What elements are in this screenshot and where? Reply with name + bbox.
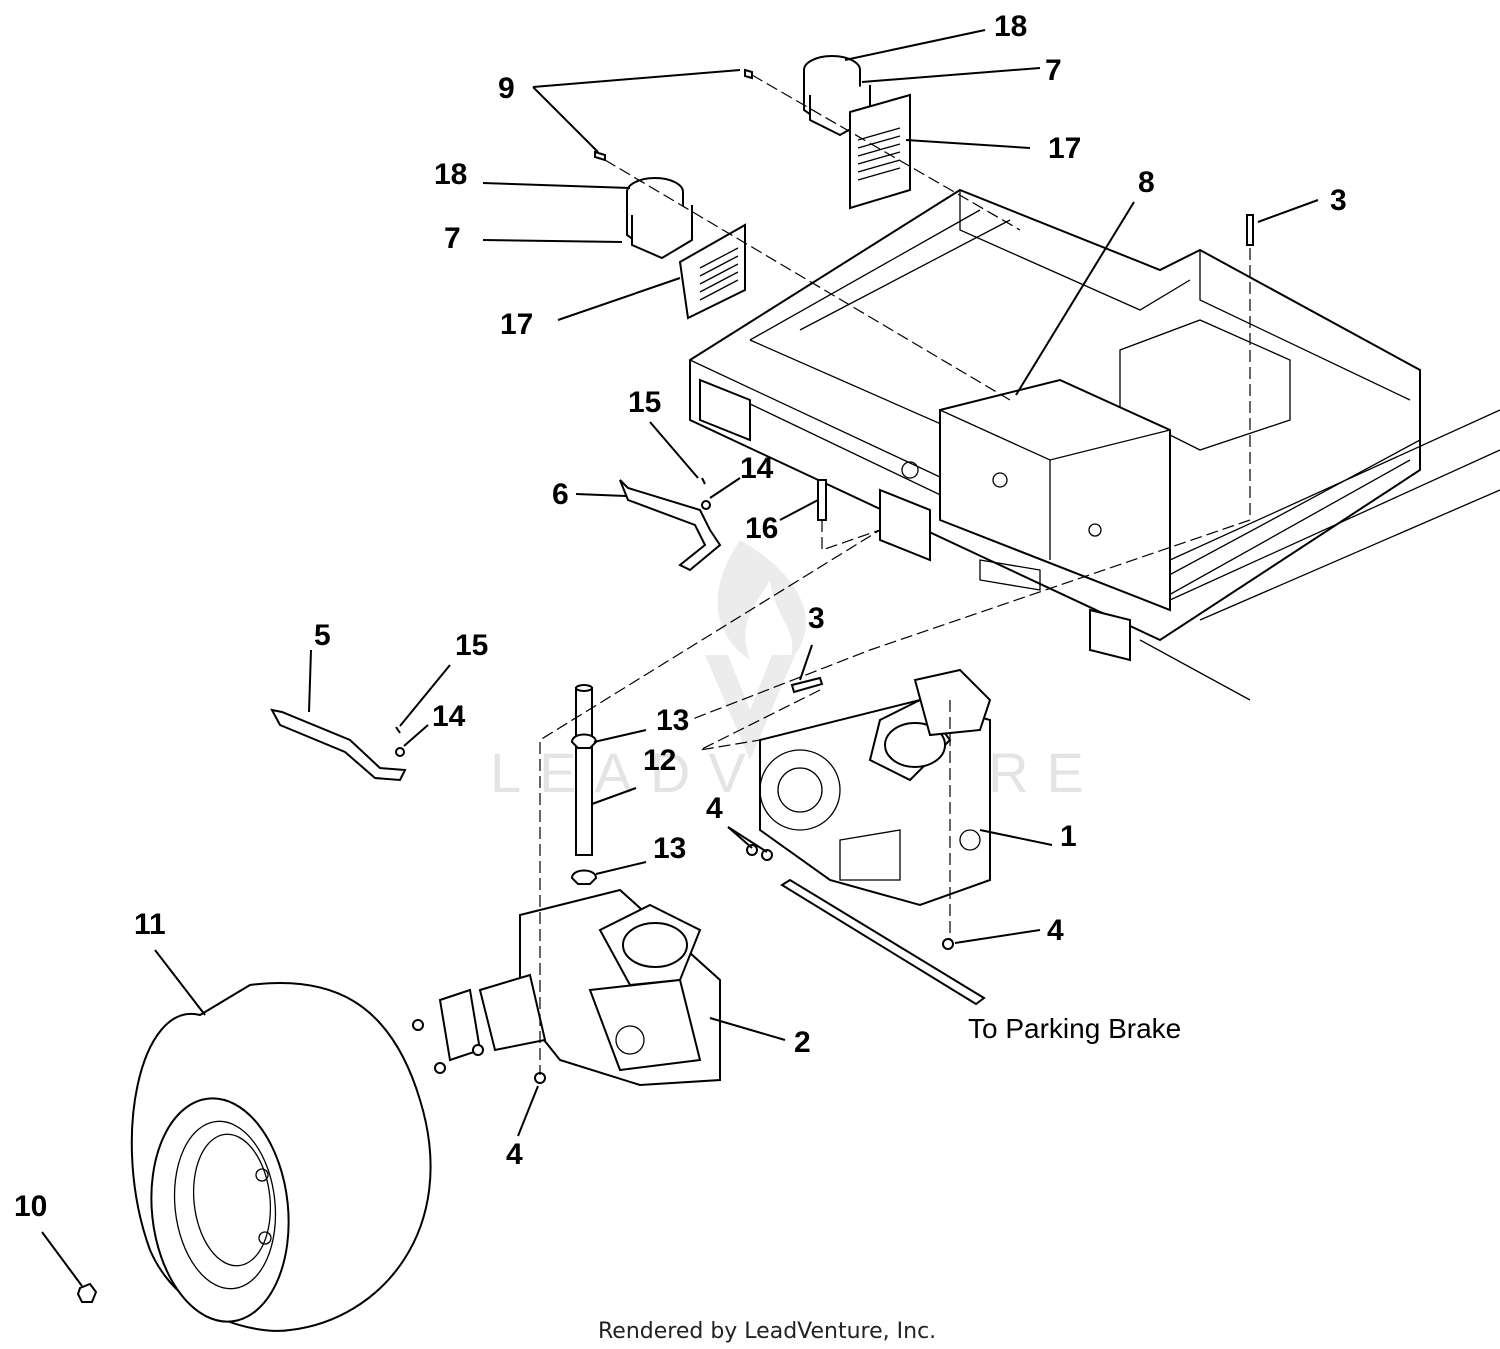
callout-11: 11 <box>134 908 166 941</box>
callout-4-pair: 4 <box>706 792 723 825</box>
callout-14-lower: 14 <box>432 700 466 733</box>
callout-15-upper: 15 <box>628 386 661 419</box>
tire-11 <box>130 981 432 1332</box>
bolt-16 <box>817 479 827 521</box>
bolt-9-lower <box>594 150 606 162</box>
control-assembly-right <box>803 55 911 210</box>
callout-9: 9 <box>498 72 515 105</box>
bolt-3-upper <box>1246 214 1254 246</box>
callout-3-mid: 3 <box>808 602 825 635</box>
leader-lines <box>41 29 1319 1287</box>
nut-4-a <box>746 844 758 856</box>
nut-4-right <box>942 938 954 950</box>
bolt-3-lower <box>790 676 824 694</box>
callout-5: 5 <box>314 619 331 652</box>
callout-13-upper: 13 <box>656 704 689 737</box>
parking-brake-rod <box>780 878 986 1006</box>
callout-15-lower: 15 <box>455 629 488 662</box>
washer-14-lower <box>395 747 405 757</box>
callout-13-lower: 13 <box>653 832 686 865</box>
washer-14-upper <box>701 500 711 510</box>
clamp-13-lower <box>570 869 598 885</box>
bolt-9-upper <box>744 68 753 80</box>
callout-7-left: 7 <box>444 222 461 255</box>
callout-17-top: 17 <box>1048 132 1081 165</box>
callout-14-upper: 14 <box>740 452 774 485</box>
footer-credit: Rendered by LeadVenture, Inc. <box>598 1319 936 1344</box>
callout-8: 8 <box>1138 166 1155 199</box>
callout-6: 6 <box>552 478 569 511</box>
transaxle-2 <box>412 888 721 1087</box>
nut-4-b <box>761 849 773 861</box>
pin-15-lower <box>395 726 401 734</box>
callout-1: 1 <box>1060 820 1077 853</box>
callout-labels: 18 7 17 9 18 7 17 8 3 15 14 6 16 5 15 14… <box>14 10 1347 1223</box>
chassis-frame <box>689 188 1500 701</box>
spacer-12 <box>575 687 593 856</box>
lug-nut-10 <box>76 1282 98 1303</box>
callout-3-top: 3 <box>1330 184 1347 217</box>
rod-5 <box>270 708 407 782</box>
rod-6 <box>619 479 722 572</box>
parking-brake-note: To Parking Brake <box>968 1013 1181 1044</box>
callout-4-lower: 4 <box>506 1138 523 1171</box>
callout-2: 2 <box>794 1026 811 1059</box>
callout-7-top: 7 <box>1045 54 1062 87</box>
control-assembly-left <box>626 177 746 320</box>
callout-10: 10 <box>14 1190 47 1223</box>
callout-17-left: 17 <box>500 308 533 341</box>
callout-18-left: 18 <box>434 158 467 191</box>
callout-12: 12 <box>643 744 676 777</box>
callout-4-right: 4 <box>1047 914 1064 947</box>
callout-16: 16 <box>745 512 778 545</box>
pin-15-upper <box>701 477 706 485</box>
callout-18-top: 18 <box>994 10 1027 43</box>
assembly-lines <box>539 74 1251 1075</box>
clamp-13-upper <box>570 733 598 749</box>
transaxle-1 <box>759 668 992 907</box>
